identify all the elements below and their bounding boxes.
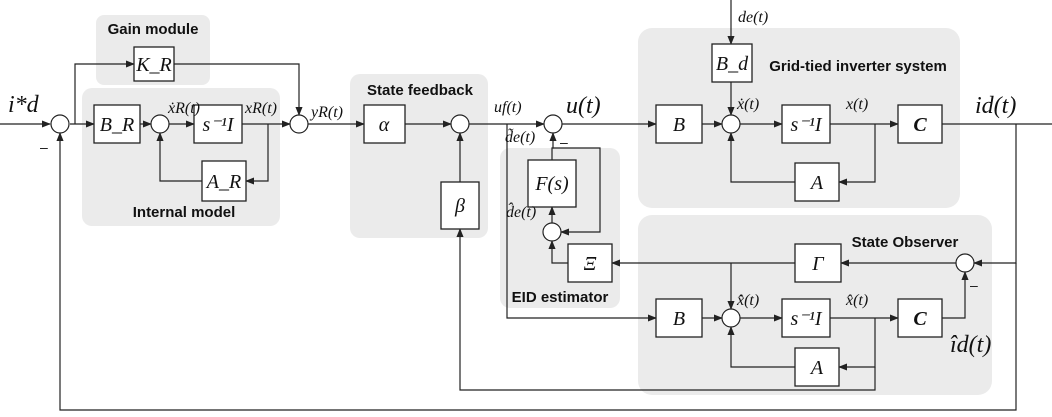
wire-feedback-to-sum7 bbox=[553, 147, 601, 236]
signal-de-tilde: d̃e(t) bbox=[505, 128, 535, 146]
state-observer-title: State Observer bbox=[852, 234, 959, 251]
gain-module-title: Gain module bbox=[108, 21, 199, 38]
wire-x-to-A bbox=[838, 124, 876, 186]
block-A-plant-label: A bbox=[809, 172, 824, 194]
summing-junction-control bbox=[543, 114, 563, 134]
state-feedback-title: State feedback bbox=[367, 82, 474, 99]
block-sI-observer-label: s⁻¹I bbox=[791, 308, 823, 330]
block-B-plant-label: B bbox=[673, 114, 685, 136]
grid-inverter-title: Grid-tied inverter system bbox=[769, 58, 947, 75]
block-AR bbox=[201, 160, 247, 202]
block-B-observer-label: B bbox=[673, 308, 685, 330]
block-C-plant-label: C bbox=[913, 114, 927, 136]
block-KR bbox=[133, 46, 175, 82]
block-A-observer bbox=[794, 347, 840, 387]
summing-junction-plant bbox=[721, 114, 741, 134]
signal-uf: uf(t) bbox=[494, 99, 522, 116]
block-AR-label: A_R bbox=[205, 171, 241, 193]
eid-estimator-title: EID estimator bbox=[512, 289, 609, 306]
block-Gamma bbox=[794, 243, 842, 283]
wire-Xi-to-sum7 bbox=[548, 240, 568, 264]
block-sI-plant bbox=[781, 104, 831, 144]
signal-de-hat: d̂e(t) bbox=[506, 202, 536, 221]
summing-junction-reference bbox=[50, 114, 70, 134]
block-Fs-label: F(s) bbox=[534, 173, 569, 195]
block-Xi bbox=[567, 243, 613, 283]
wire-A-to-sum6 bbox=[727, 132, 795, 183]
block-A-plant bbox=[794, 162, 840, 202]
signal-xhat-dot: x̂̇(t) bbox=[736, 292, 759, 309]
block-sI-internal bbox=[193, 104, 243, 144]
signal-u: u(t) bbox=[566, 93, 601, 119]
block-Bd bbox=[711, 43, 753, 83]
wire-AR-to-sum2 bbox=[156, 132, 202, 182]
wire-obsA-to-sum8 bbox=[727, 326, 795, 368]
internal-model-title: Internal model bbox=[133, 204, 236, 221]
block-Fs bbox=[527, 159, 577, 208]
minus-sign-output-error: – bbox=[970, 277, 978, 293]
wire-xhat-to-beta bbox=[456, 228, 876, 391]
block-beta-label: β bbox=[454, 195, 465, 217]
block-alpha bbox=[363, 104, 406, 144]
summing-junction-internal-model bbox=[150, 114, 170, 134]
wire-xR-to-AR bbox=[245, 124, 269, 185]
summing-junction-yR bbox=[289, 114, 309, 134]
summing-junction-observer bbox=[721, 308, 741, 328]
summing-junction-feedback bbox=[450, 114, 470, 134]
block-Xi-label: Ξ bbox=[584, 253, 597, 275]
signal-yR: yR(t) bbox=[309, 104, 343, 121]
block-KR-label: K_R bbox=[135, 54, 172, 76]
minus-sign-reference: – bbox=[40, 139, 48, 155]
summing-junction-output-error bbox=[955, 253, 975, 273]
signal-x-dot: ẋ(t) bbox=[736, 96, 759, 113]
summing-junction-eid bbox=[542, 222, 562, 242]
wire-uf-down-to-observer-B bbox=[506, 124, 657, 322]
block-Gamma-label: Γ bbox=[811, 253, 825, 275]
block-sI-internal-label: s⁻¹I bbox=[203, 114, 235, 136]
block-BR bbox=[93, 104, 141, 144]
signal-id-output: id(t) bbox=[975, 93, 1016, 119]
wire-KR-to-sum3 bbox=[174, 63, 303, 116]
signal-xR: xR(t) bbox=[244, 100, 277, 117]
wire-outer-loop bbox=[56, 132, 1017, 411]
signal-de: de(t) bbox=[738, 9, 768, 26]
wire-Fs-to-sum5 bbox=[549, 132, 557, 160]
block-BR-label: B_R bbox=[100, 114, 134, 136]
block-alpha-label: α bbox=[379, 114, 390, 136]
block-sI-observer bbox=[781, 298, 831, 338]
block-Bd-label: B_d bbox=[716, 53, 749, 75]
minus-sign-control: – bbox=[560, 134, 568, 150]
wire-branch-to-KR bbox=[74, 60, 135, 124]
block-sI-plant-label: s⁻¹I bbox=[791, 114, 823, 136]
wire-obsC-to-sum9 bbox=[942, 271, 969, 319]
block-beta bbox=[440, 181, 480, 230]
signal-xhat: x̂(t) bbox=[845, 292, 868, 309]
block-B-plant bbox=[655, 104, 703, 144]
block-B-observer bbox=[655, 298, 703, 338]
block-C-observer-label: C bbox=[913, 308, 927, 330]
signal-xR-dot: ẋR(t) bbox=[167, 100, 200, 117]
block-C-observer bbox=[897, 298, 943, 338]
signal-id-hat: îd(t) bbox=[950, 332, 991, 358]
signal-id-reference: i*d bbox=[8, 92, 40, 118]
signal-x: x(t) bbox=[845, 96, 868, 113]
block-C-plant bbox=[897, 104, 943, 144]
block-A-observer-label: A bbox=[809, 357, 824, 379]
